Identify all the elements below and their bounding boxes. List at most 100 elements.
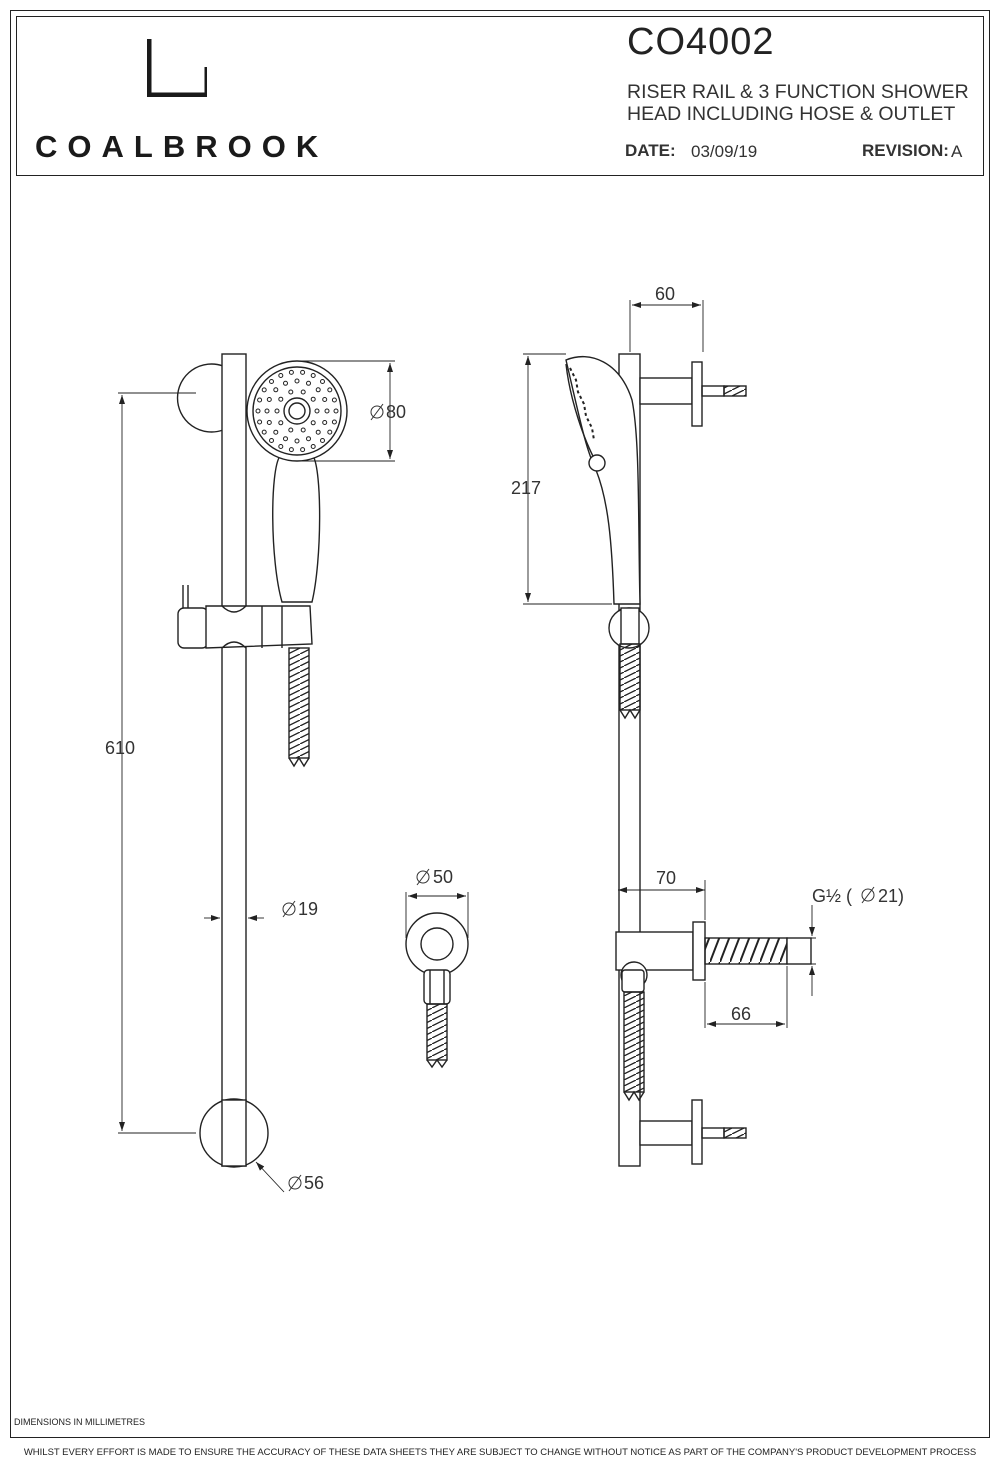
side-top-bracket-arm	[639, 377, 693, 405]
diameter-symbol-icon	[861, 886, 875, 904]
spray-jet	[324, 408, 330, 414]
outlet-flange	[405, 912, 469, 976]
outlet-nut	[423, 969, 451, 1005]
description-line-1: RISER RAIL & 3 FUNCTION SHOWER	[627, 81, 969, 103]
spray-jet	[278, 444, 284, 449]
spray-jet	[269, 438, 274, 443]
wall-outlet-front-view	[405, 912, 469, 1069]
side-hose-lower	[623, 991, 645, 1093]
side-bottom-bracket-arm	[639, 1120, 693, 1146]
spray-jet	[310, 396, 316, 402]
spray-jet	[294, 438, 300, 444]
spray-jet	[320, 438, 325, 443]
slider-clamp	[205, 605, 313, 649]
spray-jet	[278, 373, 284, 378]
side-hose-upper	[619, 643, 641, 711]
spray-jet	[306, 380, 311, 386]
dim-head-diameter: 80	[386, 402, 406, 422]
dim-outlet-depth: 70	[656, 868, 676, 888]
dim-thread-spec: G½ (	[812, 886, 852, 906]
dim-bracket-depth: 60	[655, 284, 675, 304]
shower-hose	[288, 647, 310, 759]
diameter-symbol-icon	[288, 1174, 302, 1192]
spray-jet	[294, 378, 300, 384]
side-outlet-thread	[704, 937, 788, 965]
side-shower-head	[565, 355, 641, 605]
shower-handle	[272, 455, 321, 603]
spray-jet	[327, 387, 333, 393]
spray-jet	[283, 436, 288, 442]
spray-jet	[288, 427, 294, 433]
spray-jet	[315, 429, 321, 435]
drawing-sheet-border	[10, 10, 990, 1438]
dim-thread-length: 66	[731, 1004, 751, 1024]
shower-head-face	[246, 360, 348, 462]
spray-jet	[300, 369, 306, 375]
date-label: DATE:	[625, 141, 676, 160]
riser-rail	[221, 353, 247, 1167]
spray-jet	[310, 373, 316, 378]
product-code: CO4002	[627, 21, 775, 63]
brand-name: COALBROOK	[35, 129, 329, 164]
spray-jet	[300, 389, 306, 395]
spray-jet	[283, 380, 288, 386]
dim-base-diameter: 56	[304, 1173, 324, 1193]
description-line-2: HEAD INCLUDING HOSE & OUTLET	[627, 103, 956, 125]
spray-jet	[264, 408, 270, 414]
diameter-symbol-icon	[370, 403, 384, 421]
spray-jet	[327, 429, 333, 435]
dim-head-height: 217	[511, 478, 541, 498]
spray-jet	[288, 447, 294, 453]
diameter-symbols	[282, 403, 875, 1192]
dimension-lines	[118, 300, 816, 1193]
revision-value: A	[951, 142, 963, 161]
spray-jet	[278, 420, 284, 426]
title-block: COALBROOK CO4002 RISER RAIL & 3 FUNCTION…	[16, 16, 984, 176]
spray-jets	[255, 369, 339, 453]
spray-jet	[269, 379, 274, 384]
side-view	[565, 353, 812, 1167]
dim-outlet-diameter: 50	[433, 867, 453, 887]
spray-jet	[310, 444, 316, 449]
spray-jet	[261, 387, 267, 393]
spray-jet	[266, 397, 272, 402]
spray-jet	[300, 427, 306, 433]
outlet-hose	[426, 1003, 448, 1061]
spray-jet	[273, 387, 279, 393]
units-note: DIMENSIONS IN MILLIMETRES	[14, 1417, 146, 1427]
spray-jet	[257, 397, 263, 403]
dim-thread-diameter: 21)	[878, 886, 904, 906]
spray-jet	[266, 420, 272, 425]
spray-jet	[320, 379, 325, 384]
dim-rail-diameter: 19	[298, 899, 318, 919]
spray-jet	[306, 436, 311, 442]
spray-jet	[257, 419, 263, 425]
spray-jet	[288, 389, 294, 395]
spray-jet	[300, 447, 306, 453]
spray-jet	[315, 387, 321, 393]
product-description: RISER RAIL & 3 FUNCTION SHOWER HEAD INCL…	[627, 81, 977, 125]
spray-jet	[278, 396, 284, 402]
slider-knob	[177, 607, 209, 649]
revision-label: REVISION:	[862, 141, 949, 160]
date-value: 03/09/19	[691, 142, 758, 161]
spray-jet	[331, 397, 337, 403]
coalbrook-logo-icon	[147, 39, 207, 97]
spray-jet	[288, 369, 294, 375]
top-wall-bracket	[176, 363, 224, 433]
spray-jet	[274, 408, 280, 414]
spray-jet	[322, 397, 328, 402]
spray-jet	[310, 420, 316, 426]
spray-jet	[273, 429, 279, 435]
spray-jet	[333, 408, 339, 414]
spray-jet	[255, 408, 261, 414]
spray-jet	[331, 419, 337, 425]
diameter-symbol-icon	[282, 900, 296, 918]
disclaimer: WHILST EVERY EFFORT IS MADE TO ENSURE TH…	[23, 1447, 977, 1458]
spray-jet	[322, 420, 328, 425]
diameter-symbol-icon	[416, 868, 430, 886]
front-view	[176, 353, 348, 1168]
spray-jet	[314, 408, 320, 414]
spray-jet	[261, 429, 267, 435]
